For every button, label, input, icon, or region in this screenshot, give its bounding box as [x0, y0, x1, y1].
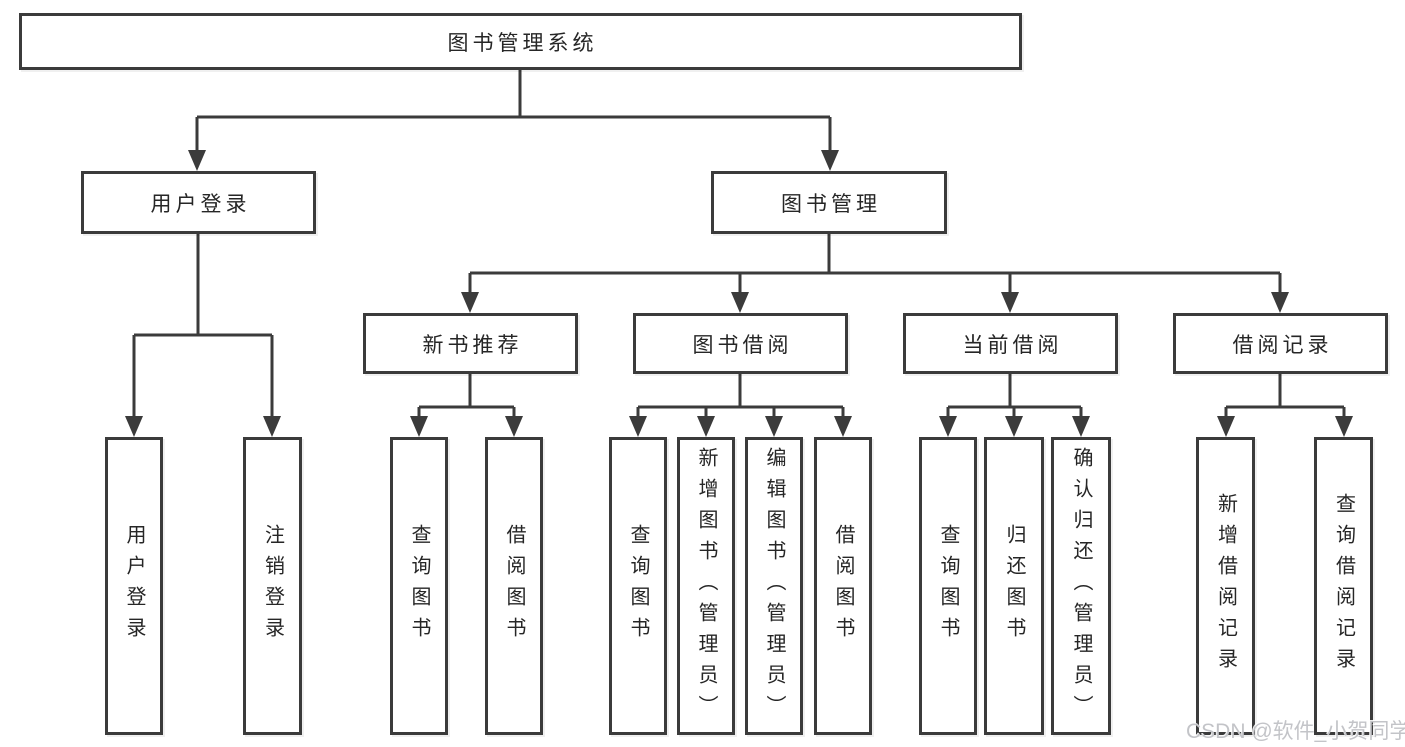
node-book-borrow: 图书借阅	[633, 313, 848, 374]
leaf-query-book-1: 查询图书	[390, 437, 448, 735]
node-user-login-label: 用户登录	[150, 192, 251, 216]
leaf-confirm-return: 确认归还（管理员）	[1051, 437, 1111, 735]
node-new-book-rec-label: 新书推荐	[422, 333, 523, 357]
arrowheads	[125, 150, 1353, 437]
leaf-user-login-label: 用户登录	[123, 524, 145, 648]
leaf-edit-book-label: 编辑图书（管理员）	[763, 446, 785, 726]
node-borrow-record: 借阅记录	[1173, 313, 1388, 374]
leaf-borrow-book-1: 借阅图书	[485, 437, 543, 735]
leaf-add-book-label: 新增图书（管理员）	[695, 446, 717, 726]
leaf-borrow-book-2: 借阅图书	[814, 437, 872, 735]
leaf-edit-book: 编辑图书（管理员）	[745, 437, 803, 735]
node-current-borrow-label: 当前借阅	[962, 333, 1063, 357]
node-root-label: 图书管理系统	[447, 31, 598, 55]
leaf-borrow-book-2-label: 借阅图书	[832, 524, 854, 648]
leaf-return-book-label: 归还图书	[1003, 524, 1025, 648]
leaf-query-book-1-label: 查询图书	[408, 524, 430, 648]
csdn-watermark: CSDN @软件_小贺同学	[1186, 720, 1405, 743]
node-root: 图书管理系统	[19, 13, 1022, 70]
node-book-borrow-label: 图书借阅	[692, 333, 793, 357]
node-borrow-record-label: 借阅记录	[1232, 333, 1333, 357]
leaf-query-book-2: 查询图书	[609, 437, 667, 735]
leaf-user-login: 用户登录	[105, 437, 163, 735]
leaf-add-record-label: 新增借阅记录	[1214, 493, 1237, 679]
node-new-book-rec: 新书推荐	[363, 313, 578, 374]
node-book-mgmt: 图书管理	[711, 171, 947, 234]
leaf-add-book: 新增图书（管理员）	[677, 437, 735, 735]
leaf-logout-label: 注销登录	[261, 524, 284, 648]
node-user-login: 用户登录	[81, 171, 316, 234]
leaf-confirm-return-label: 确认归还（管理员）	[1070, 446, 1092, 726]
connector-lines	[132, 69, 1346, 422]
leaf-query-record-label: 查询借阅记录	[1332, 493, 1355, 679]
leaf-add-record: 新增借阅记录	[1196, 437, 1255, 735]
leaf-logout: 注销登录	[243, 437, 302, 735]
leaf-query-record: 查询借阅记录	[1314, 437, 1373, 735]
leaf-query-book-2-label: 查询图书	[627, 524, 649, 648]
node-current-borrow: 当前借阅	[903, 313, 1118, 374]
node-book-mgmt-label: 图书管理	[781, 192, 881, 216]
leaf-borrow-book-1-label: 借阅图书	[503, 524, 525, 648]
leaf-query-book-3-label: 查询图书	[937, 524, 959, 648]
leaf-return-book: 归还图书	[984, 437, 1044, 735]
leaf-query-book-3: 查询图书	[919, 437, 977, 735]
